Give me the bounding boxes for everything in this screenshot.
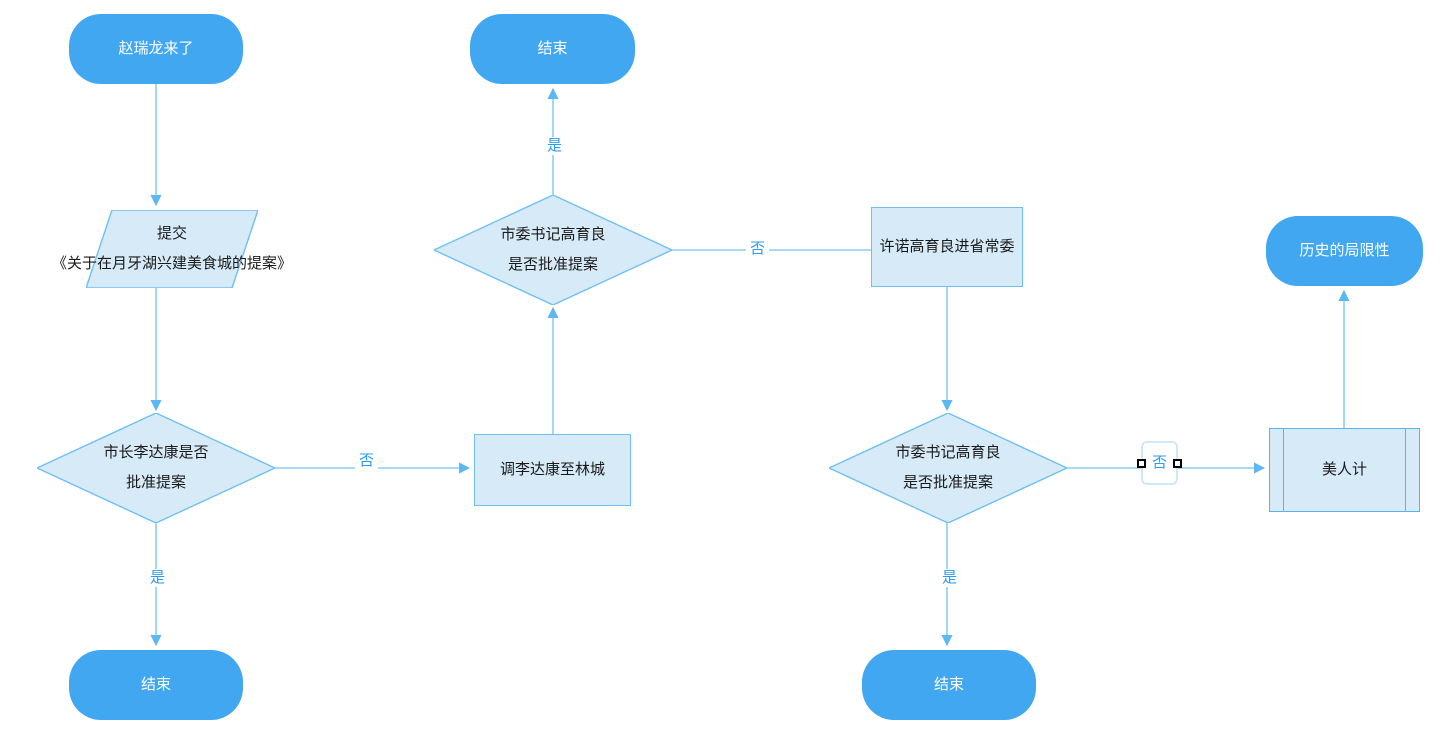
node-decision-gaoyuliang-1[interactable]: 市委书记高育良 是否批准提案 <box>434 195 672 305</box>
node-history-limit-label: 历史的局限性 <box>1299 242 1390 259</box>
edge-label-yes-gaoyuliang-2[interactable]: 是 <box>938 569 962 587</box>
node-decision-lidakang-label-line1: 市长李达康是否 <box>103 444 209 461</box>
node-end-middle[interactable]: 结束 <box>470 14 635 84</box>
node-decision-gaoyuliang-2-label-line1: 市委书记高育良 <box>895 444 1001 461</box>
node-end-left-label: 结束 <box>140 676 171 693</box>
edge-label-no-gaoyuliang-1[interactable]: 否 <box>746 240 770 258</box>
node-decision-gaoyuliang-1-label-line2: 是否批准提案 <box>507 256 598 273</box>
node-end-left[interactable]: 结束 <box>69 650 243 720</box>
node-end-right[interactable]: 结束 <box>862 650 1036 720</box>
edge-label-no-gaoyuliang-2[interactable]: 否 <box>1137 441 1183 485</box>
node-promise-gaoyuliang[interactable]: 许诺高育良进省常委 <box>871 207 1023 287</box>
node-start-label: 赵瑞龙来了 <box>118 40 194 57</box>
node-move-lidakang-label: 调李达康至林城 <box>499 461 605 478</box>
subroutine-right-bar <box>1405 429 1406 511</box>
node-move-lidakang[interactable]: 调李达康至林城 <box>474 434 631 506</box>
node-submit-proposal[interactable]: 提交 《关于在月牙湖兴建美食城的提案》 <box>52 210 292 288</box>
node-decision-gaoyuliang-1-label-line1: 市委书记高育良 <box>500 226 606 243</box>
node-decision-gaoyuliang-2-label-line2: 是否批准提案 <box>902 474 993 491</box>
node-honey-trap-label: 美人计 <box>1321 461 1367 478</box>
node-end-middle-label: 结束 <box>537 40 568 57</box>
edge-label-no-lidakang[interactable]: 否 <box>355 452 379 470</box>
edge-label-yes-lidakang[interactable]: 是 <box>146 569 170 587</box>
diamond-shape <box>37 413 275 523</box>
subroutine-left-bar <box>1283 429 1284 511</box>
node-promise-gaoyuliang-label: 许诺高育良进省常委 <box>879 238 1015 255</box>
diamond-shape <box>829 413 1067 523</box>
parallelogram-shape <box>86 210 258 288</box>
node-decision-lidakang[interactable]: 市长李达康是否 批准提案 <box>37 413 275 523</box>
node-honey-trap[interactable]: 美人计 <box>1269 428 1420 512</box>
diamond-shape <box>434 195 672 305</box>
node-end-right-label: 结束 <box>933 676 964 693</box>
node-decision-gaoyuliang-2[interactable]: 市委书记高育良 是否批准提案 <box>829 413 1067 523</box>
selection-handle-left[interactable] <box>1137 459 1146 468</box>
node-history-limit[interactable]: 历史的局限性 <box>1266 216 1423 286</box>
edge-label-no-gaoyuliang-2-text: 否 <box>1152 454 1168 471</box>
edge-label-yes-gaoyuliang-1[interactable]: 是 <box>543 137 567 155</box>
node-submit-label-line2: 《关于在月牙湖兴建美食城的提案》 <box>52 255 293 272</box>
node-submit-label-line1: 提交 <box>156 225 187 242</box>
selection-handle-right[interactable] <box>1173 459 1183 468</box>
node-start[interactable]: 赵瑞龙来了 <box>69 14 243 84</box>
node-decision-lidakang-label-line2: 批准提案 <box>125 474 186 491</box>
